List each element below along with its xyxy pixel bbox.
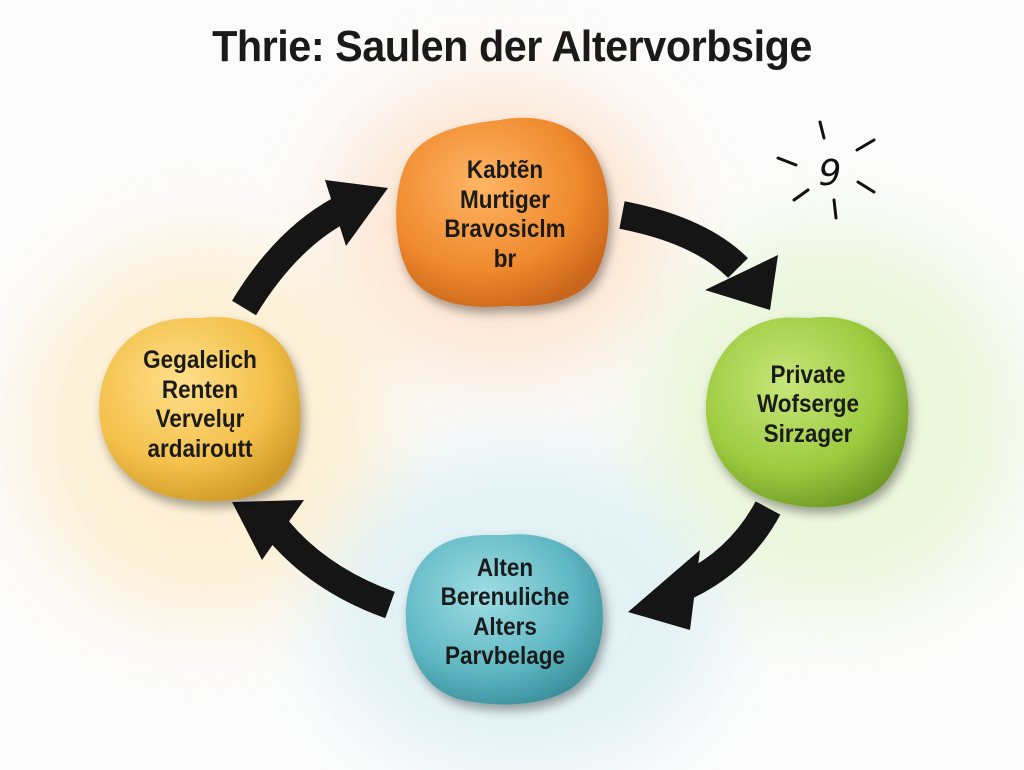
node-bottom-line: Parvbelage	[444, 642, 566, 670]
node-bottom-label: Alten Berenuliche Alters Parvbelage	[415, 545, 595, 680]
badge-number: 9	[819, 153, 842, 194]
node-right-label: Private Wofserge Sirzager	[718, 345, 898, 465]
node-top-label: Kabtẽn Murtiger Bravosiclm br	[415, 140, 595, 290]
node-left-label: Gegalelich Renten Vervelųr ardairoutt	[110, 335, 290, 475]
sparkle-icon	[776, 120, 876, 220]
arrow-left-to-top	[232, 180, 388, 316]
node-left-line: Gegalelich	[143, 346, 257, 374]
page-title: Thrie: Saulen der Altervorbsige	[212, 22, 812, 71]
node-top-line: Kabtẽn	[466, 156, 544, 184]
node-left-line: ardairoutt	[147, 434, 253, 463]
node-left-blob	[99, 316, 301, 502]
node-top-line: Bravosiclm	[444, 215, 566, 243]
node-bottom-line: Berenuliche	[440, 583, 570, 611]
node-bottom-line: Alters	[473, 612, 537, 641]
node-top-blob	[396, 117, 609, 307]
arrow-bottom-to-left	[232, 500, 395, 619]
node-right-line: Private	[770, 360, 846, 389]
node-right-blob	[705, 317, 909, 508]
arrows-group	[232, 180, 781, 630]
node-left-line: Renten	[161, 375, 239, 404]
node-top-line: Murtiger	[460, 185, 550, 214]
node-left-line: Vervelųr	[155, 405, 245, 433]
node-right-line: Wofserge	[756, 390, 860, 419]
node-bottom-line: Alten	[476, 553, 534, 582]
node-top-line: br	[493, 244, 517, 273]
node-right-line: Sirzager	[763, 419, 853, 448]
arrow-top-to-right	[619, 201, 778, 310]
node-bottom-blob	[405, 534, 603, 705]
arrow-right-to-bottom	[628, 501, 781, 630]
